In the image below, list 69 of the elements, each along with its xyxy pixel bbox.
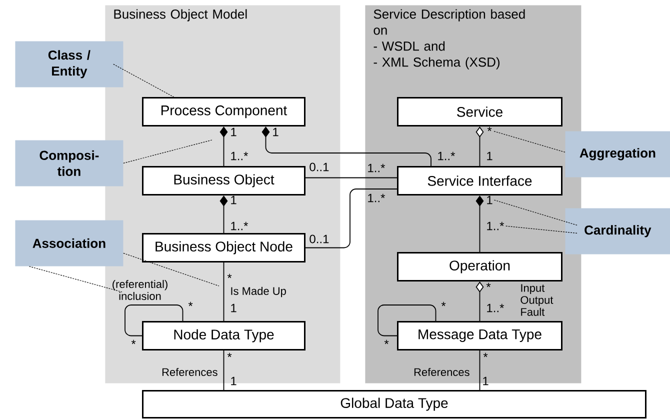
- class-box: Global Data Type: [142, 390, 646, 418]
- connector: [223, 262, 224, 322]
- connector: [476, 282, 484, 322]
- multiplicity: 1..*: [368, 164, 386, 172]
- multiplicity: *: [483, 352, 488, 358]
- class-box: Message Data Type: [397, 321, 562, 350]
- edge-label: References: [414, 368, 470, 376]
- multiplicity: *: [227, 274, 232, 278]
- class-box: Service: [397, 97, 562, 126]
- multiplicity: 1: [231, 376, 236, 386]
- leader-line: [113, 64, 174, 98]
- multiplicity: *: [131, 340, 136, 344]
- connector: [220, 126, 228, 166]
- multiplicity: 1: [487, 196, 492, 204]
- leader-line: [28, 266, 122, 292]
- multiplicity: *: [486, 282, 491, 288]
- class-box: Business Object: [142, 166, 306, 196]
- class-box: Node Data Type: [142, 321, 306, 350]
- multiplicity: 1: [483, 376, 488, 386]
- multiplicity: 0..1: [310, 234, 329, 244]
- panel-heading: Business Object Model: [114, 9, 247, 22]
- multiplicity: *: [487, 126, 492, 132]
- multiplicity: 1: [231, 304, 236, 312]
- connector: [378, 304, 436, 336]
- connector: [476, 126, 484, 166]
- connector: [479, 350, 480, 390]
- multiplicity: *: [188, 302, 193, 306]
- multiplicity: 1: [231, 128, 236, 136]
- leader-line: [492, 130, 566, 152]
- leader-line: [505, 226, 578, 234]
- edge-label: Input Output Fault: [520, 284, 554, 316]
- callout-box: Cardinality: [565, 208, 670, 254]
- class-box: Business Object Node: [142, 233, 306, 262]
- edge-label: Is Made Up: [231, 286, 286, 298]
- leader-line: [123, 140, 212, 164]
- connector: [305, 188, 398, 248]
- multiplicity: *: [384, 340, 389, 344]
- multiplicity: 1: [231, 196, 236, 204]
- edge-label: References: [162, 368, 218, 376]
- connector: [476, 196, 484, 252]
- callout-box: Association: [15, 220, 124, 266]
- class-box: Process Component: [142, 97, 306, 126]
- multiplicity: 1: [487, 152, 492, 160]
- panel-heading: - WSDL and: [374, 41, 445, 51]
- connector: [220, 196, 228, 234]
- leader-line: [123, 252, 220, 286]
- multiplicity: 1..*: [438, 152, 456, 160]
- multiplicity: 0..1: [310, 162, 329, 172]
- multiplicity: 1..*: [487, 304, 504, 312]
- callout-box: Class / Entity: [15, 41, 124, 88]
- multiplicity: 1..*: [231, 152, 248, 160]
- multiplicity: *: [227, 352, 232, 358]
- leader-line: [494, 200, 578, 226]
- connector: [305, 177, 398, 178]
- panel-heading: - XML Schema (XSD): [374, 57, 500, 70]
- connector: [124, 304, 184, 336]
- connector: [223, 350, 224, 390]
- multiplicity: 1..*: [487, 222, 504, 230]
- class-box: Service Interface: [397, 166, 562, 196]
- class-box: Operation: [397, 252, 562, 282]
- multiplicity: *: [441, 302, 446, 306]
- edge-label: (referential) inclusion: [112, 280, 168, 300]
- connector: [262, 126, 432, 166]
- multiplicity: 1..*: [368, 194, 386, 202]
- multiplicity: 1..*: [231, 222, 248, 230]
- callout-box: Composi- tion: [15, 140, 124, 186]
- callout-box: Aggregation: [565, 131, 670, 178]
- panel-heading: Service Description based on: [374, 9, 525, 35]
- multiplicity: 1: [273, 128, 278, 136]
